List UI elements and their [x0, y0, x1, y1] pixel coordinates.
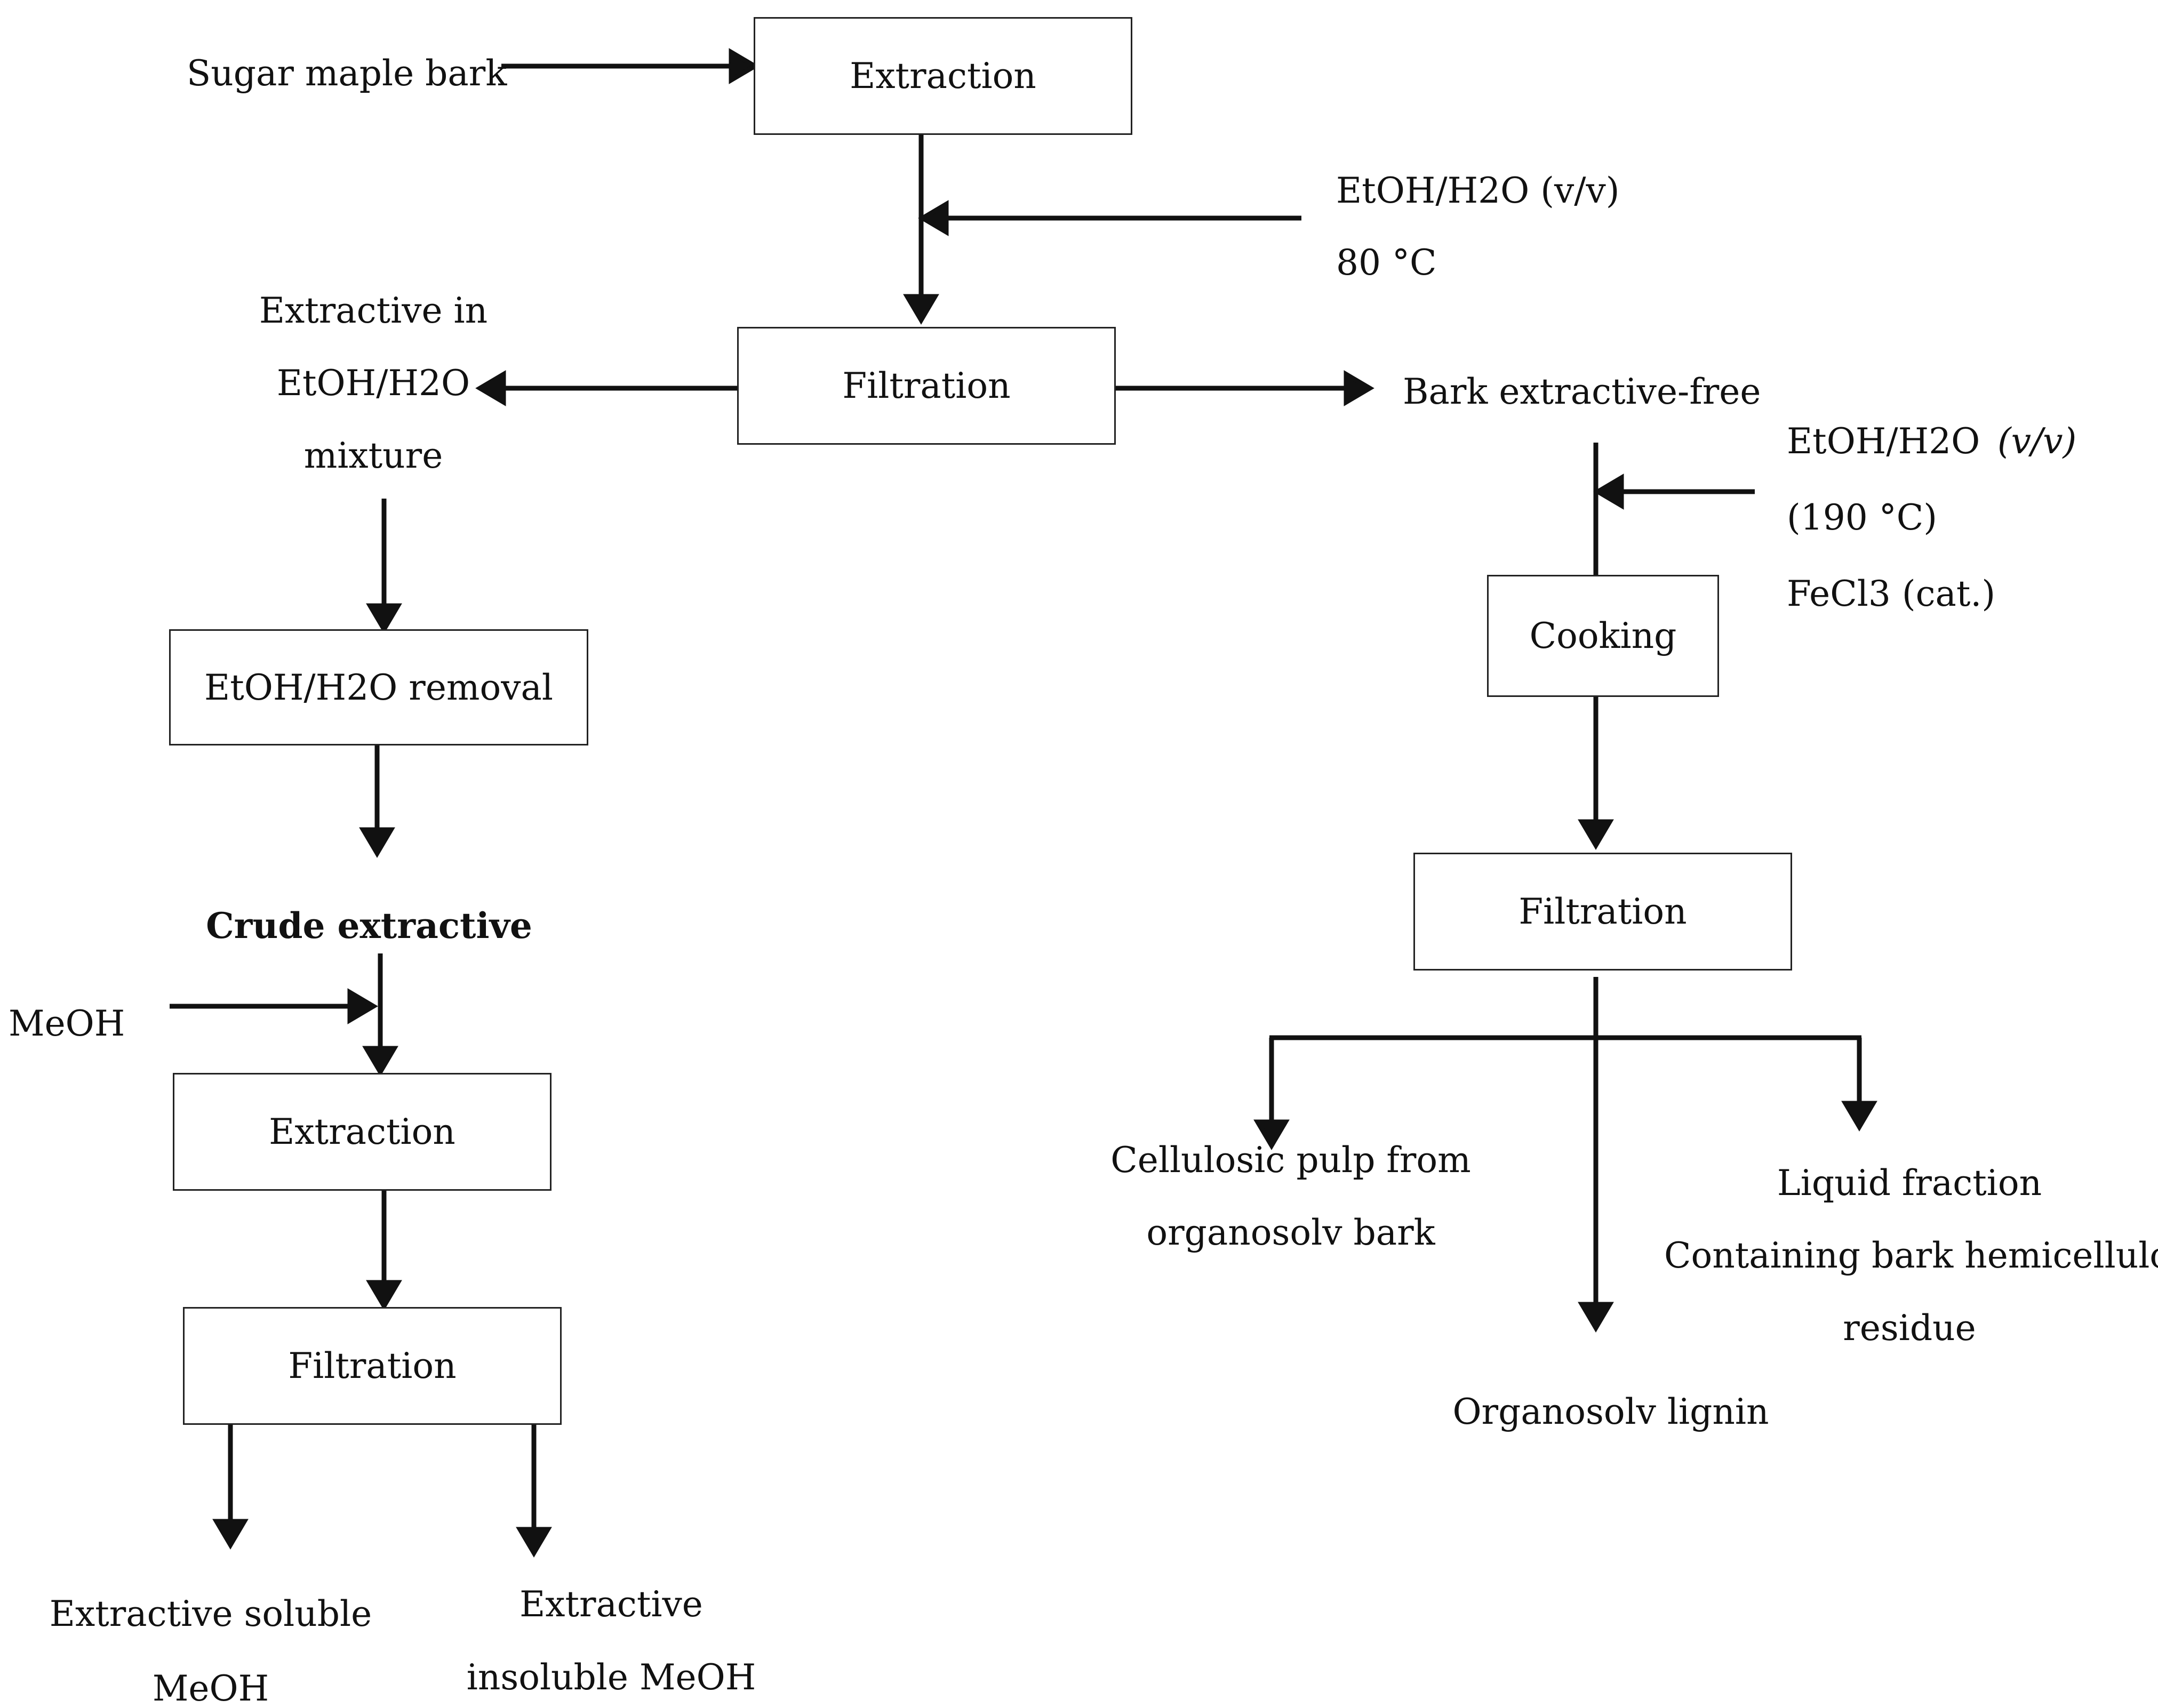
cooking-solvent-label: EtOH/H2O: [1787, 421, 1980, 462]
filtration-to-extract-arrow-head: [475, 370, 506, 406]
extract-liquid-label-line1: Extractive in: [259, 290, 488, 331]
liquid-fraction-line1: Liquid fraction: [1777, 1162, 2042, 1204]
filtration-box-label: Filtration: [842, 365, 1011, 406]
organosolv-lignin-label: Organosolv lignin: [1452, 1391, 1769, 1432]
meoh-filtration-box: Filtration: [183, 1307, 562, 1425]
soluble-fraction-arrow-head: [212, 1519, 249, 1550]
cooking-box-label: Cooking: [1529, 615, 1677, 656]
solvent-removal-box-label: EtOH/H2O removal: [204, 667, 553, 708]
extraction-box: Extraction: [754, 17, 1132, 135]
insoluble-fraction-line1: Extractive: [519, 1584, 703, 1625]
cooking-catalyst-label: FeCl3 (cat.): [1787, 573, 1996, 614]
soluble-fraction-line1: Extractive soluble: [49, 1593, 372, 1634]
extraction-temperature-label: 80 °C: [1336, 242, 1437, 283]
cooking-box: Cooking: [1487, 575, 1719, 697]
extraction-box-label: Extraction: [850, 55, 1036, 97]
meoh-filtration-box-label: Filtration: [288, 1345, 457, 1386]
liquid-fraction-line3: residue: [1843, 1308, 1976, 1349]
insoluble-fraction-arrow-head: [516, 1527, 552, 1558]
soluble-fraction-line2: MeOH: [152, 1668, 269, 1708]
filtration-to-lignin-arrow-head: [1578, 1302, 1614, 1333]
liquid-branch-arrow-head: [1841, 1101, 1877, 1132]
organosolv-filtration-box: Filtration: [1413, 853, 1792, 971]
cellulosic-pulp-line1: Cellulosic pulp from: [1110, 1140, 1471, 1181]
filtration-box: Filtration: [737, 327, 1116, 445]
insoluble-fraction-line2: insoluble MeOH: [466, 1657, 756, 1698]
bark-extractive-free-label: Bark extractive-free: [1403, 371, 1761, 412]
liquid-fraction-line2: Containing bark hemicellulose: [1664, 1235, 2158, 1276]
crude-to-extraction-arrow-head: [362, 1046, 398, 1077]
solvent-feed-arrow-head: [918, 200, 949, 236]
meoh-extraction-box: Extraction: [173, 1073, 552, 1191]
meoh-label: MeOH: [9, 1003, 125, 1044]
cooking-ratio-label: (v/v): [1997, 421, 2077, 462]
meoh-feed-arrow-head: [347, 988, 378, 1024]
organosolv-filtration-box-label: Filtration: [1518, 891, 1687, 932]
cooking-reagent-feed-arrow-head: [1593, 474, 1624, 510]
bark-to-extraction-arrow-head: [729, 48, 760, 84]
meoh-extraction-box-label: Extraction: [269, 1111, 455, 1152]
cooking-temperature-label: (190 °C): [1787, 497, 1937, 538]
meoh-extraction-to-filtration-arrow-head: [366, 1280, 402, 1311]
cooking-to-filtration-arrow-head: [1578, 819, 1614, 850]
input-label: Sugar maple bark: [187, 53, 507, 94]
crude-extractive-label: Crude extractive: [206, 905, 532, 947]
filtration-to-bark-arrow-head: [1344, 370, 1374, 406]
solvent-removal-box: EtOH/H2O removal: [169, 629, 588, 745]
pulp-branch-arrow-head: [1253, 1119, 1290, 1150]
extract-to-removal-arrow-head: [366, 603, 402, 634]
extract-liquid-label-line2: EtOH/H2O: [276, 363, 470, 404]
cellulosic-pulp-line2: organosolv bark: [1146, 1212, 1435, 1253]
removal-to-crude-arrow-head: [359, 827, 395, 858]
extraction-to-filtration-arrow-head: [903, 294, 939, 325]
extract-liquid-label-line3: mixture: [303, 435, 443, 476]
extraction-solvent-label: EtOH/H2O (v/v): [1336, 170, 1620, 211]
